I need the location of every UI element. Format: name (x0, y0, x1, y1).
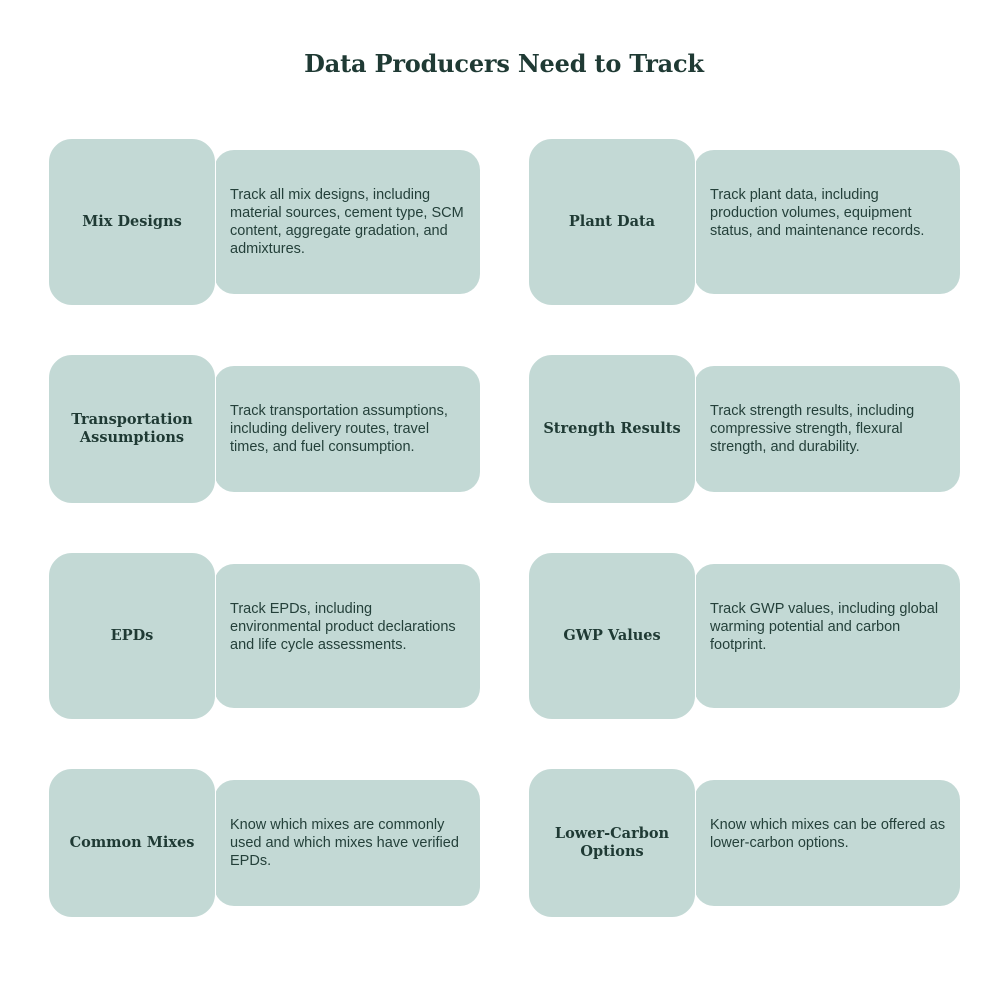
card-description: Know which mixes can be offered as lower… (710, 817, 946, 851)
card-description: Track all mix designs, including materia… (230, 187, 464, 257)
card-plant-data: Track plant data, including production v… (528, 138, 960, 306)
card-label: Lower-Carbon Options (554, 825, 670, 860)
card-gwp-values: Track GWP values, including global warmi… (528, 552, 960, 720)
card-label: Common Mixes (69, 834, 195, 851)
card-label: Mix Designs (82, 213, 182, 230)
card-epds: Track EPDs, including environmental prod… (48, 552, 480, 720)
card-common-mixes: Know which mixes are commonly used and w… (48, 768, 480, 936)
card-label-box: EPDs (48, 552, 216, 720)
card-description-box: Track transportation assumptions, includ… (214, 366, 480, 492)
card-description-box: Track EPDs, including environmental prod… (214, 564, 480, 708)
card-label: Plant Data (568, 213, 656, 230)
card-description-box: Track all mix designs, including materia… (214, 150, 480, 294)
card-label: Transportation Assumptions (71, 411, 193, 446)
card-label: Strength Results (543, 420, 681, 437)
card-label: GWP Values (563, 627, 661, 644)
card-description: Know which mixes are commonly used and w… (230, 817, 459, 869)
card-label-box: GWP Values (528, 552, 696, 720)
card-mix-designs: Track all mix designs, including materia… (48, 138, 480, 306)
card-lower-carbon-options: Know which mixes can be offered as lower… (528, 768, 960, 936)
card-label-box: Mix Designs (48, 138, 216, 306)
card-description-box: Track plant data, including production v… (694, 150, 960, 294)
card-description: Track GWP values, including global warmi… (710, 601, 939, 653)
card-label-box: Lower-Carbon Options (528, 768, 696, 918)
card-strength-results: Track strength results, including compre… (528, 354, 960, 522)
card-description: Track plant data, including production v… (710, 187, 925, 239)
card-transportation-assumptions: Track transportation assumptions, includ… (48, 354, 480, 522)
diagram-title: Data Producers Need to Track (304, 49, 704, 78)
card-description: Track transportation assumptions, includ… (230, 403, 448, 455)
card-label-box: Common Mixes (48, 768, 216, 918)
card-description-box: Know which mixes can be offered as lower… (694, 780, 960, 906)
card-description: Track strength results, including compre… (710, 403, 915, 455)
card-label: EPDs (110, 627, 154, 644)
card-label-box: Strength Results (528, 354, 696, 504)
card-description-box: Track strength results, including compre… (694, 366, 960, 492)
card-description: Track EPDs, including environmental prod… (230, 601, 456, 653)
card-label-box: Transportation Assumptions (48, 354, 216, 504)
card-label-box: Plant Data (528, 138, 696, 306)
card-description-box: Know which mixes are commonly used and w… (214, 780, 480, 906)
card-description-box: Track GWP values, including global warmi… (694, 564, 960, 708)
